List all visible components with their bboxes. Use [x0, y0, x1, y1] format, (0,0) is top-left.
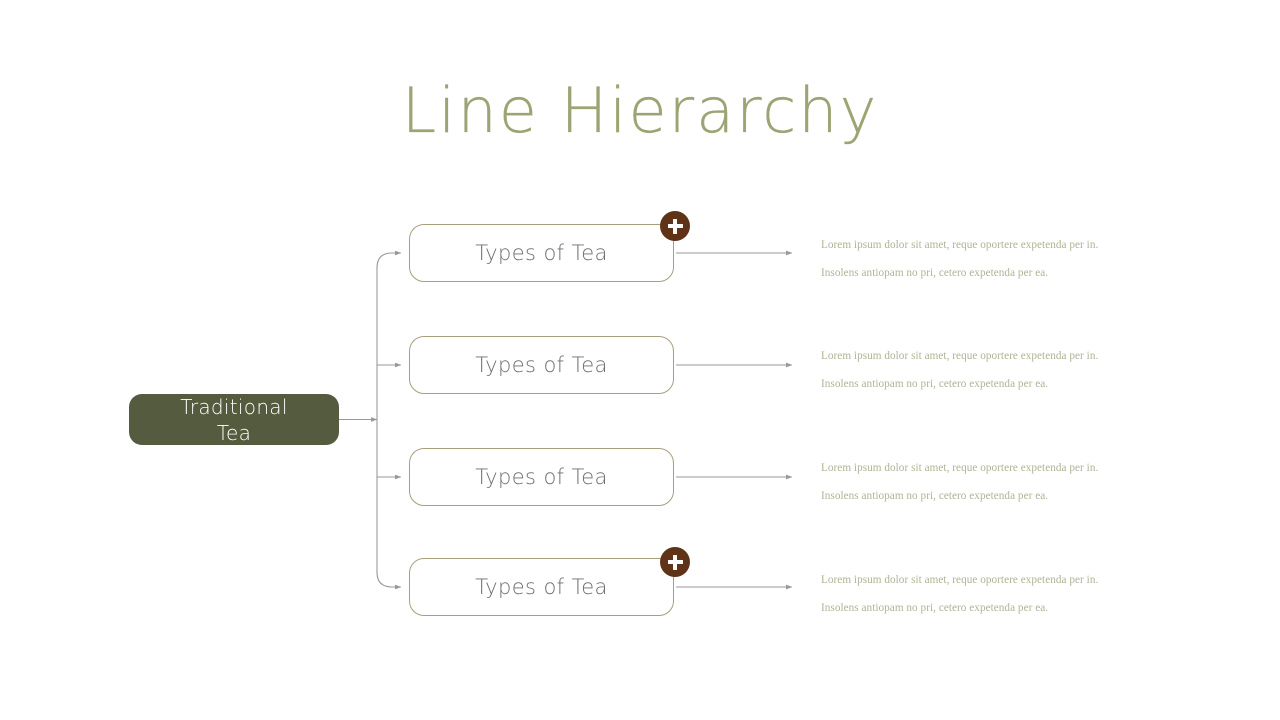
description-line-2: Insolens antiopam no pri, cetero expeten…: [821, 490, 1049, 502]
node-label-2: Types of Tea: [475, 353, 608, 377]
plus-icon: [667, 218, 683, 234]
plus-badge-1[interactable]: [660, 211, 690, 241]
description-line-1: Lorem ipsum dolor sit amet, reque oporte…: [821, 239, 1099, 251]
node-box-4[interactable]: Types of Tea: [409, 558, 674, 616]
description-line-1: Lorem ipsum dolor sit amet, reque oporte…: [821, 462, 1099, 474]
node-label-4: Types of Tea: [475, 575, 608, 599]
node-box-1[interactable]: Types of Tea: [409, 224, 674, 282]
description-line-2: Insolens antiopam no pri, cetero expeten…: [821, 378, 1049, 390]
description-block-3: Lorem ipsum dolor sit amet, reque oporte…: [821, 454, 1161, 510]
connector-trunk-upper: [376, 250, 402, 420]
connector-trunk-lower: [376, 419, 402, 590]
description-block-1: Lorem ipsum dolor sit amet, reque oporte…: [821, 231, 1161, 287]
description-line-1: Lorem ipsum dolor sit amet, reque oporte…: [821, 350, 1099, 362]
description-block-2: Lorem ipsum dolor sit amet, reque oporte…: [821, 342, 1161, 398]
page-title: Line Hierarchy: [401, 74, 879, 147]
node-box-3[interactable]: Types of Tea: [409, 448, 674, 506]
description-line-2: Insolens antiopam no pri, cetero expeten…: [821, 267, 1049, 279]
plus-badge-4[interactable]: [660, 547, 690, 577]
plus-icon: [667, 554, 683, 570]
description-line-1: Lorem ipsum dolor sit amet, reque oporte…: [821, 574, 1099, 586]
node-label-3: Types of Tea: [475, 465, 608, 489]
node-label-1: Types of Tea: [475, 241, 608, 265]
description-block-4: Lorem ipsum dolor sit amet, reque oporte…: [821, 566, 1161, 622]
description-line-2: Insolens antiopam no pri, cetero expeten…: [821, 602, 1049, 614]
root-node-traditional-tea[interactable]: Traditional Tea: [129, 394, 339, 445]
root-node-label: Traditional Tea: [180, 394, 288, 445]
node-box-2[interactable]: Types of Tea: [409, 336, 674, 394]
